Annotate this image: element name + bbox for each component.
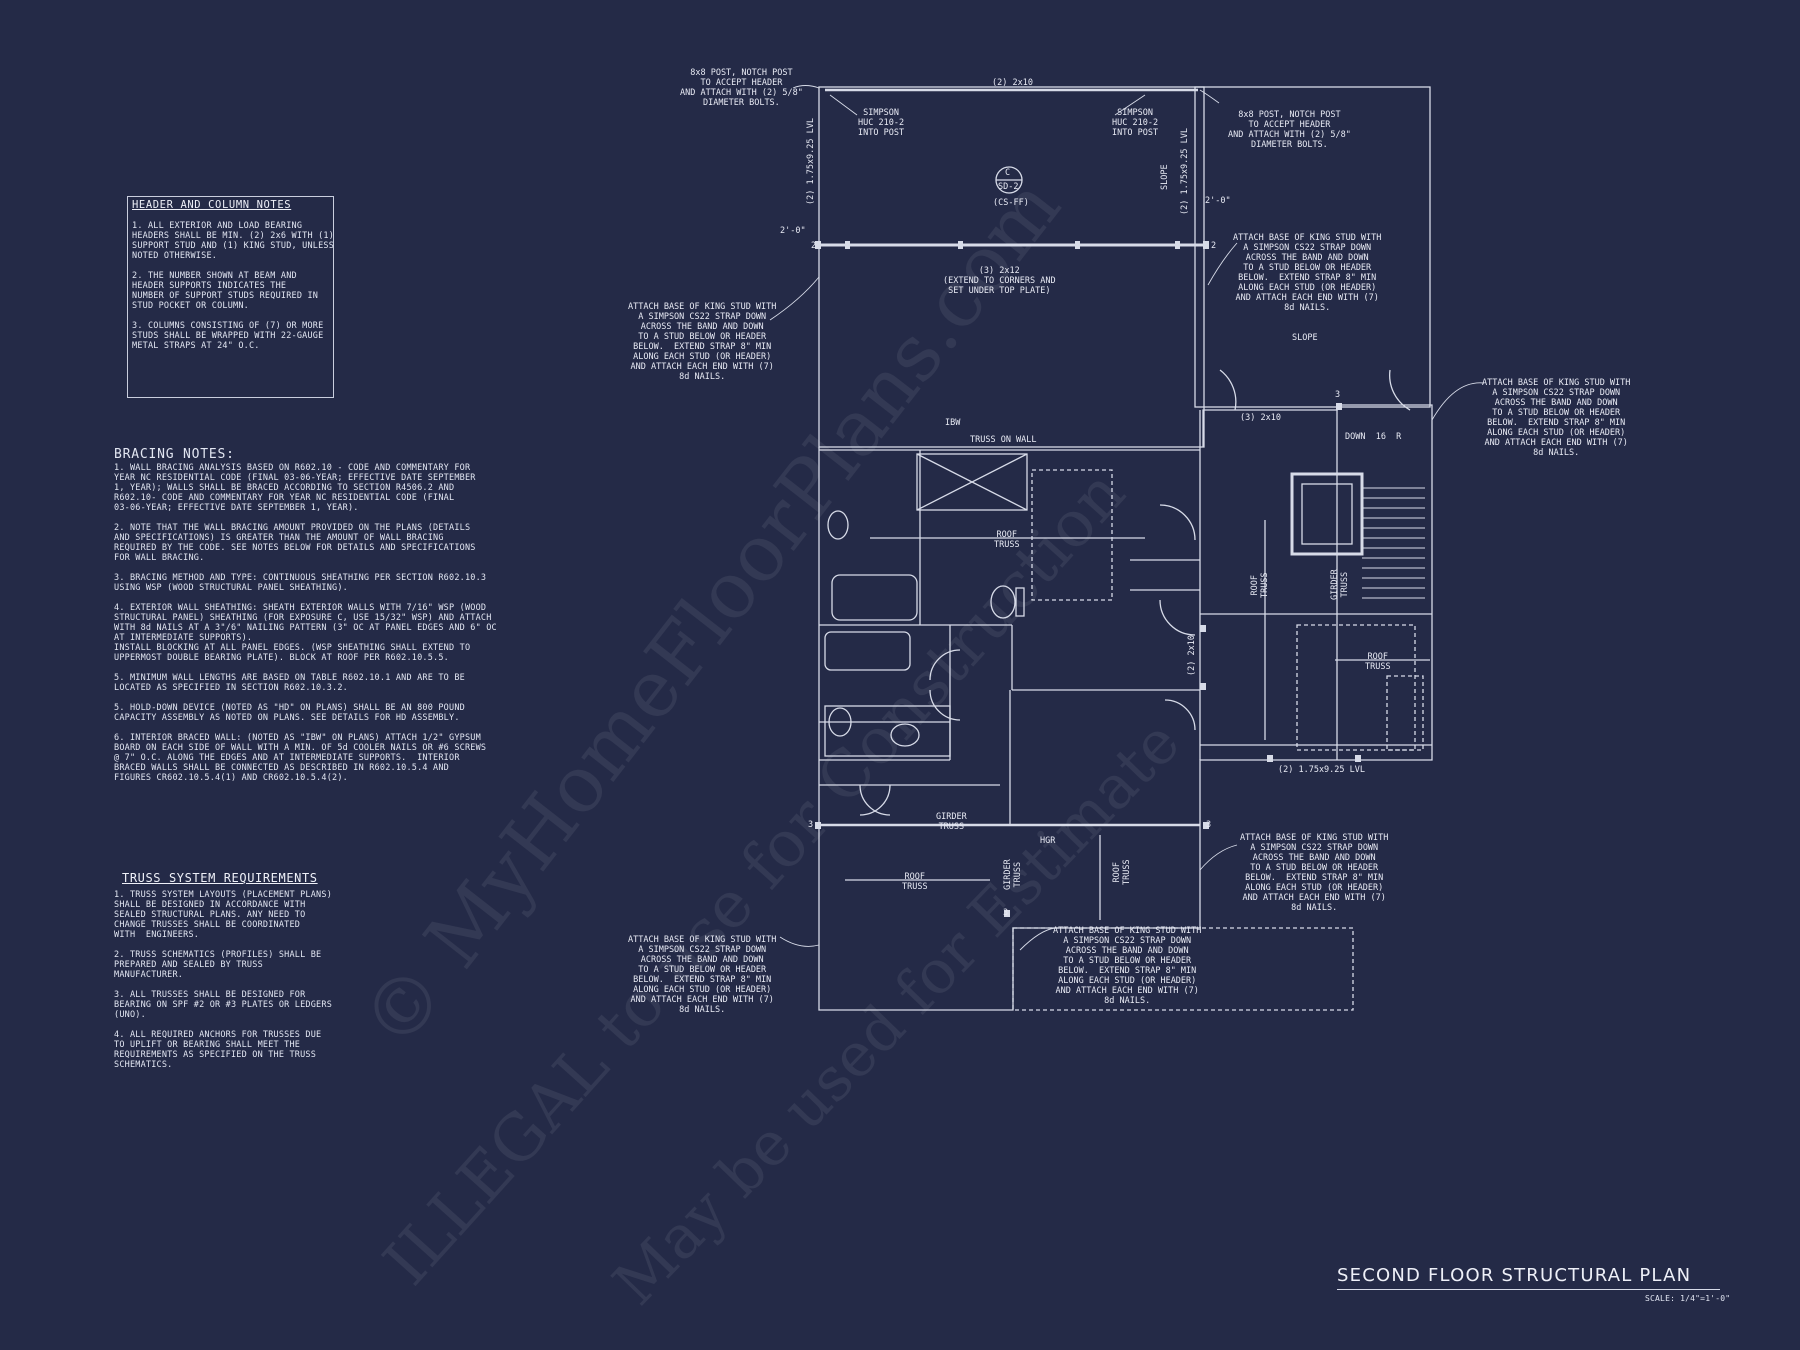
lvl-right: (2) 1.75x9.25 LVL	[1180, 128, 1190, 215]
bracing-note-item: 6. INTERIOR BRACED WALL: (NOTED AS "IBW"…	[114, 733, 487, 783]
girder-truss-label: GIRDER TRUSS	[936, 812, 967, 832]
bottom-dashed-area	[1012, 927, 1354, 1011]
stair-down-label: DOWN 16 R	[1345, 432, 1402, 442]
stud-count: 3	[1335, 390, 1341, 400]
sink	[890, 723, 920, 747]
header-notes-box	[127, 196, 334, 398]
truss-on-wall-label: TRUSS ON WALL	[970, 435, 1037, 445]
truss-note-item: 3. ALL TRUSSES SHALL BE DESIGNED FOR BEA…	[114, 990, 333, 1020]
title-underline	[1337, 1289, 1720, 1290]
bathtub-2	[824, 631, 911, 671]
section-mark-bottom: SD-2	[998, 182, 1019, 192]
vanity	[824, 705, 951, 757]
stair-chimney	[1290, 472, 1364, 556]
header-notes: HEADER AND COLUMN NOTES 1. ALL EXTERIOR …	[132, 200, 334, 361]
callout-top-beam: (2) 2x10	[992, 78, 1033, 88]
header-note-item: 3. COLUMNS CONSISTING OF (7) OR MORE STU…	[132, 321, 324, 351]
lvl-bottom: (2) 1.75x9.25 LVL	[1278, 765, 1365, 775]
strap-note-far-right: ATTACH BASE OF KING STUD WITH A SIMPSON …	[1482, 378, 1631, 458]
strap-note-mid-right: ATTACH BASE OF KING STUD WITH A SIMPSON …	[1240, 833, 1389, 913]
girder-truss-label-vertical: GIRDER TRUSS	[1330, 569, 1350, 600]
callout-post-right: 8x8 POST, NOTCH POST TO ACCEPT HEADER AN…	[1228, 110, 1351, 150]
strap-note-top-right: ATTACH BASE OF KING STUD WITH A SIMPSON …	[1233, 233, 1382, 313]
page-title: SECOND FLOOR STRUCTURAL PLAN	[1337, 1265, 1692, 1286]
bathtub	[831, 574, 918, 621]
truss-note-item: 2. TRUSS SCHEMATICS (PROFILES) SHALL BE …	[114, 950, 322, 980]
dim-right: 2'-0"	[1205, 196, 1231, 206]
shower	[916, 453, 1028, 511]
slope-label-vertical: SLOPE	[1160, 164, 1170, 190]
stud-count: 3	[808, 820, 814, 830]
dim-left: 2'-0"	[780, 226, 806, 236]
callout-cs-ff: (CS-FF)	[993, 198, 1029, 208]
section-mark-top: C	[1005, 168, 1011, 178]
house-outline	[818, 404, 1433, 1011]
roof-truss-label: ROOF TRUSS	[994, 530, 1020, 550]
header-2x2x10-label: (2) 2x10	[1187, 635, 1197, 676]
girder-truss-label-vertical: GIRDER TRUSS	[1003, 859, 1023, 890]
stud-count: 3	[1206, 820, 1212, 830]
bracing-note-item: 1. WALL BRACING ANALYSIS BASED ON R602.1…	[114, 463, 476, 513]
truss-notes-title: TRUSS SYSTEM REQUIREMENTS	[122, 871, 318, 885]
stair-treads	[1362, 487, 1425, 599]
roof-truss-label-vertical: ROOF TRUSS	[1250, 572, 1270, 598]
roof-truss-label: ROOF TRUSS	[902, 872, 928, 892]
toilet-2	[828, 707, 852, 737]
strap-note-bottom-center: ATTACH BASE OF KING STUD WITH A SIMPSON …	[1053, 926, 1202, 1006]
header-notes-title: HEADER AND COLUMN NOTES	[132, 199, 292, 211]
right-deck-outline	[1194, 86, 1431, 408]
callout-header-3x2x12: (3) 2x12 (EXTEND TO CORNERS AND SET UNDE…	[943, 266, 1056, 296]
scale-label: SCALE: 1/4"=1'-0"	[1645, 1294, 1731, 1303]
bracing-note-item: 3. BRACING METHOD AND TYPE: CONTINUOUS S…	[114, 573, 487, 593]
bracing-note-item: 5. HOLD-DOWN DEVICE (NOTED AS "HD" ON PL…	[114, 703, 465, 723]
left-porch-outline	[818, 86, 1205, 448]
lvl-left: (2) 1.75x9.25 LVL	[806, 118, 816, 205]
bracing-note-item: 4. EXTERIOR WALL SHEATHING: SHEATH EXTER…	[114, 603, 497, 663]
roof-truss-label-vertical: ROOF TRUSS	[1112, 859, 1132, 885]
bracing-note-item: 5. MINIMUM WALL LENGTHS ARE BASED ON TAB…	[114, 673, 465, 693]
callout-post-left: 8x8 POST, NOTCH POST TO ACCEPT HEADER AN…	[680, 68, 803, 108]
callout-hanger-right: SIMPSON HUC 210-2 INTO POST	[1112, 108, 1159, 138]
ibw-label: IBW	[945, 418, 961, 428]
strap-note-bottom-left: ATTACH BASE OF KING STUD WITH A SIMPSON …	[628, 935, 777, 1015]
roof-truss-label: ROOF TRUSS	[1365, 652, 1391, 672]
toilet	[990, 585, 1016, 619]
callout-hanger-left: SIMPSON HUC 210-2 INTO POST	[858, 108, 905, 138]
stud-count: 2	[1211, 241, 1217, 251]
truss-notes: TRUSS SYSTEM REQUIREMENTS 1. TRUSS SYSTE…	[114, 871, 333, 1080]
bracing-notes: BRACING NOTES: 1. WALL BRACING ANALYSIS …	[114, 447, 497, 793]
bracing-note-item: 2. NOTE THAT THE WALL BRACING AMOUNT PRO…	[114, 523, 476, 563]
header-note-item: 1. ALL EXTERIOR AND LOAD BEARING HEADERS…	[132, 221, 335, 261]
strap-note-left: ATTACH BASE OF KING STUD WITH A SIMPSON …	[628, 302, 777, 382]
header-3x2x10-label: (3) 2x10	[1240, 413, 1281, 423]
bracing-notes-title: BRACING NOTES:	[114, 447, 235, 462]
slope-label: SLOPE	[1292, 333, 1318, 343]
stud-count: 3	[1003, 908, 1009, 918]
header-note-item: 2. THE NUMBER SHOWN AT BEAM AND HEADER S…	[132, 271, 319, 311]
sink-2	[827, 510, 849, 540]
truss-note-item: 4. ALL REQUIRED ANCHORS FOR TRUSSES DUE …	[114, 1030, 322, 1070]
hgr-label: HGR	[1040, 836, 1056, 846]
stud-count: 2	[811, 241, 817, 251]
truss-note-item: 1. TRUSS SYSTEM LAYOUTS (PLACEMENT PLANS…	[114, 890, 333, 940]
